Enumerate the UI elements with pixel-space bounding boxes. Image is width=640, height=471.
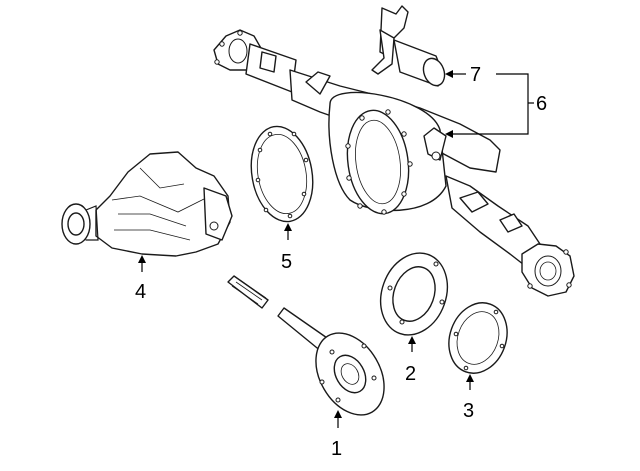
callout-3-label: 3 [463,400,474,422]
housing-bolt-holes [345,109,413,215]
callout-4-label: 4 [135,281,146,303]
callout-7-label: 7 [470,64,481,86]
callout-4: 4 [135,255,146,303]
axle-shaft [227,275,385,416]
callout-7: 7 [445,64,481,86]
carrier-gasket [250,125,314,223]
callout-2-label: 2 [405,363,416,385]
bearing-retainer [379,252,449,336]
callout-2: 2 [405,336,416,385]
axle-housing [213,29,575,297]
gasket [448,302,508,374]
callout-5-label: 5 [281,251,292,273]
differential-carrier [61,151,233,257]
callout-1: 1 [331,410,342,460]
callout-6-label: 6 [536,93,547,115]
callout-5: 5 [281,223,292,273]
vent-tube [371,5,446,87]
callout-1-label: 1 [331,438,342,460]
callout-6: 6 [445,73,547,138]
callout-3: 3 [463,374,474,422]
